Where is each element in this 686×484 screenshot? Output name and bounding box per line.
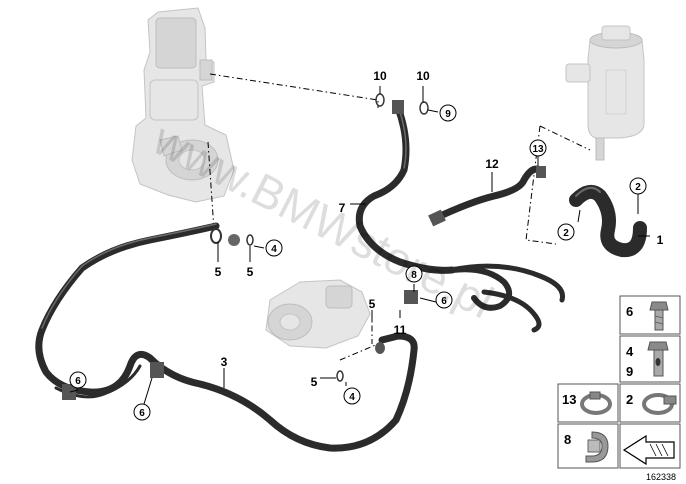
callout-number: 2	[635, 182, 641, 193]
fitting-top	[392, 100, 404, 114]
seal-ring-5b	[246, 234, 254, 246]
callout-number: 13	[532, 144, 544, 155]
parts-legend: 6 4 9 13 2 8	[557, 295, 681, 469]
seal-ring-5a	[210, 228, 222, 244]
callout-c7: 7	[339, 201, 346, 215]
callout-c2b: 2	[557, 223, 575, 241]
callout-c5b: 5	[247, 265, 254, 279]
callout-number: 10	[416, 69, 430, 83]
seal-ring-10b	[419, 101, 429, 115]
callout-circle	[69, 371, 87, 389]
fluid-reservoir-ghost	[565, 25, 645, 161]
callout-circle	[435, 291, 453, 309]
callout-c11: 11	[394, 323, 407, 337]
bolt-icon	[649, 301, 669, 331]
callout-number: 6	[441, 296, 447, 307]
callout-c5d: 5	[311, 375, 318, 389]
legend-label-6: 6	[626, 304, 633, 319]
navigation-arrow-icon	[622, 434, 675, 466]
callout-number: 5	[247, 265, 254, 279]
callout-c6b: 6	[69, 371, 87, 389]
callout-number: 4	[271, 244, 277, 255]
bracket-6a	[62, 384, 76, 400]
callout-number: 7	[339, 201, 346, 215]
bracket-6b	[150, 362, 164, 378]
legend-label-4: 4	[626, 344, 634, 359]
callout-circle	[557, 223, 575, 241]
callout-c4a: 4	[265, 239, 283, 257]
callout-circle	[405, 265, 423, 283]
legend-label-9: 9	[626, 364, 633, 379]
callout-c2a: 2	[629, 177, 647, 195]
callout-c1: 1	[657, 233, 664, 247]
callout-number: 8	[411, 270, 417, 281]
callouts: 10 10 9 13 12 7 2 2 1 4 5 5 8 5 6 11 3 6 6 5 4	[69, 69, 664, 421]
callout-circle	[133, 403, 151, 421]
callout-c10a: 10	[373, 69, 387, 83]
callout-c3: 3	[221, 355, 228, 369]
callout-number: 9	[445, 109, 451, 120]
diagram-id: 162338	[646, 472, 676, 482]
callout-number: 2	[563, 228, 569, 239]
callout-number: 6	[75, 376, 81, 387]
callout-c10b: 10	[416, 69, 430, 83]
callout-number: 1	[657, 233, 664, 247]
callout-circle	[439, 104, 457, 122]
fitting-13	[536, 166, 546, 178]
callout-circle	[629, 177, 647, 195]
callout-number: 5	[311, 375, 318, 389]
bracket-8	[404, 290, 418, 304]
callout-c6a: 6	[435, 291, 453, 309]
legend-label-8: 8	[564, 432, 571, 447]
legend-label-13: 13	[562, 392, 576, 407]
callout-circle	[529, 139, 547, 157]
hose-clamp-icon	[580, 391, 612, 415]
callout-number: 4	[349, 392, 355, 403]
callout-c8: 8	[405, 265, 423, 283]
callout-leaders	[69, 86, 650, 405]
callout-number: 11	[394, 323, 407, 337]
worm-clamp-icon	[642, 393, 677, 415]
hoses	[35, 104, 647, 452]
seal-ring-5d	[336, 370, 344, 382]
callout-number: 5	[215, 265, 222, 279]
legend-label-2: 2	[626, 392, 633, 407]
steering-pump-ghost	[265, 279, 371, 349]
retaining-clip-icon	[585, 431, 609, 463]
callout-number: 12	[485, 157, 499, 171]
callout-c12: 12	[485, 157, 499, 171]
callout-number: 5	[369, 297, 376, 311]
banjo-fitting	[228, 234, 240, 246]
callout-c5c: 5	[369, 297, 376, 311]
callout-c4b: 4	[343, 387, 361, 405]
callout-c9: 9	[439, 104, 457, 122]
callout-number: 10	[373, 69, 387, 83]
seal-ring-10a	[375, 93, 385, 107]
fitting-12	[428, 209, 446, 227]
fittings	[62, 93, 546, 400]
callout-number: 6	[139, 408, 145, 419]
hollow-bolt-icon	[647, 341, 669, 377]
fitting-pump	[375, 342, 385, 354]
callout-c5a: 5	[215, 265, 222, 279]
callout-c6c: 6	[133, 403, 151, 421]
steering-gear-ghost	[131, 7, 235, 203]
callout-number: 3	[221, 355, 228, 369]
callout-circle	[343, 387, 361, 405]
callout-c13: 13	[529, 139, 547, 157]
callout-circle	[265, 239, 283, 257]
